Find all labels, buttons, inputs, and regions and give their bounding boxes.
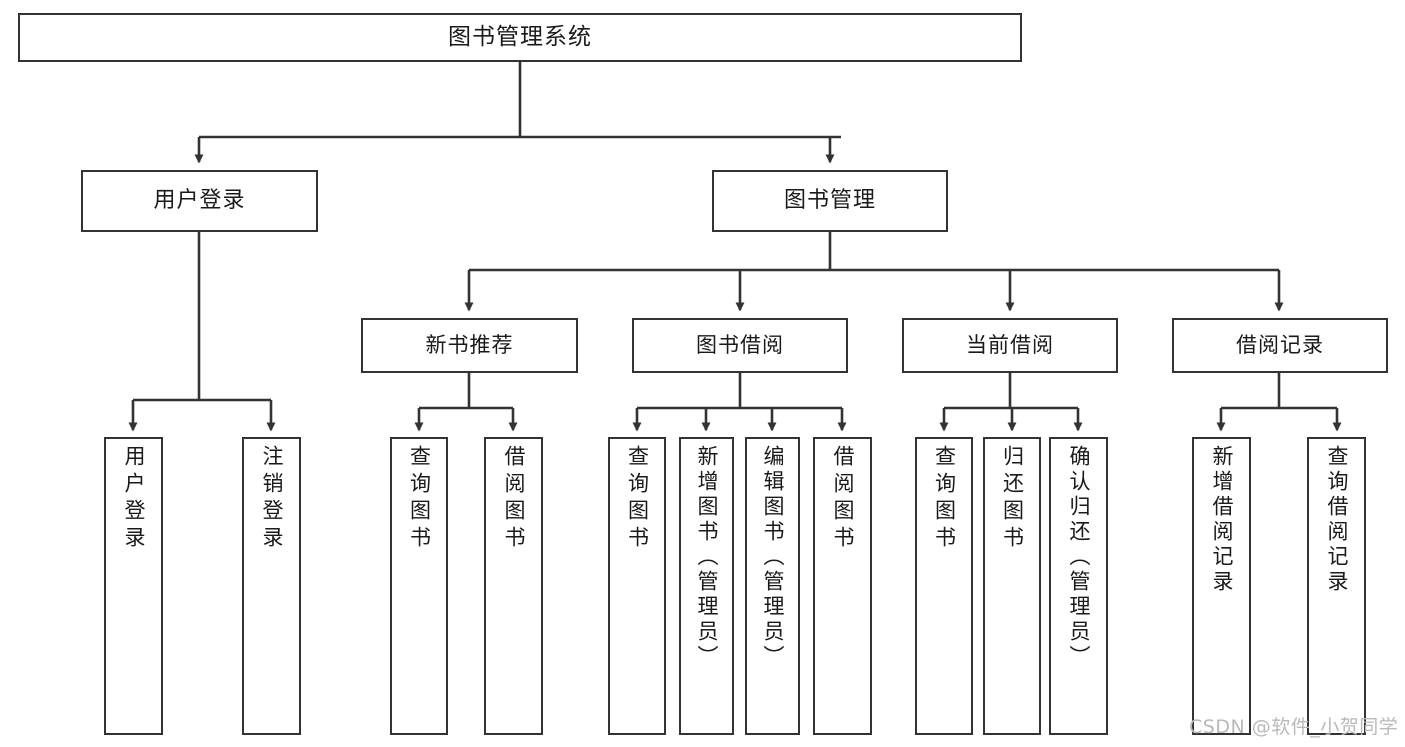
- connectors-root-to-level2: [194, 62, 841, 164]
- connectors-borrowbook-to-leaves: [632, 373, 847, 432]
- node-leaf-logout[interactable]: 注销登录: [242, 437, 301, 735]
- node-label: 查询图书: [407, 445, 432, 553]
- node-label: 图书管理: [783, 188, 876, 214]
- node-leaf-borrow-book[interactable]: 借阅图书: [813, 437, 872, 735]
- node-book-borrow[interactable]: 图书借阅: [632, 318, 848, 373]
- node-label: 图书管理系统: [448, 24, 592, 51]
- connectors-level2-to-level3: [464, 232, 1284, 312]
- node-leaf-borrow-book-newbook[interactable]: 借阅图书: [484, 437, 543, 735]
- node-leaf-add-book-admin[interactable]: 新增图书（管理员）: [679, 437, 734, 735]
- node-label: 图书借阅: [696, 333, 784, 358]
- node-leaf-user-login[interactable]: 用户登录: [104, 437, 163, 735]
- node-leaf-add-borrow-record[interactable]: 新增借阅记录: [1192, 437, 1251, 735]
- node-label: 新增图书（管理员）: [695, 445, 719, 670]
- node-borrow-record[interactable]: 借阅记录: [1172, 318, 1388, 373]
- node-leaf-confirm-return-admin[interactable]: 确认归还（管理员）: [1049, 437, 1108, 735]
- node-leaf-edit-book-admin[interactable]: 编辑图书（管理员）: [745, 437, 800, 735]
- node-label: 用户登录: [153, 188, 246, 214]
- node-current-borrow[interactable]: 当前借阅: [902, 318, 1118, 373]
- connectors-userlogin-to-leaves: [128, 232, 276, 432]
- node-user-login[interactable]: 用户登录: [81, 170, 318, 232]
- node-book-management[interactable]: 图书管理: [712, 170, 948, 232]
- node-label: 查询图书: [625, 445, 650, 553]
- node-label: 查询借阅记录: [1325, 445, 1349, 595]
- node-new-book-recommendation[interactable]: 新书推荐: [361, 318, 578, 373]
- node-label: 确认归还（管理员）: [1067, 445, 1091, 670]
- node-label: 新增借阅记录: [1210, 445, 1234, 595]
- node-label: 借阅记录: [1236, 333, 1324, 358]
- node-label: 注销登录: [260, 445, 284, 553]
- connectors-borrowrecord-to-leaves: [1216, 373, 1342, 432]
- node-label: 当前借阅: [966, 333, 1054, 358]
- node-book-management-system[interactable]: 图书管理系统: [18, 13, 1022, 62]
- node-leaf-query-borrow-record[interactable]: 查询借阅记录: [1307, 437, 1366, 735]
- node-label: 查询图书: [932, 445, 957, 553]
- node-leaf-query-book-newbook[interactable]: 查询图书: [390, 437, 448, 735]
- node-label: 借阅图书: [502, 445, 526, 553]
- csdn-watermark: CSDN @软件_小贺同学: [1189, 716, 1399, 738]
- node-leaf-query-book-current[interactable]: 查询图书: [915, 437, 973, 735]
- connectors-newbook-to-leaves: [414, 373, 518, 432]
- node-label: 借阅图书: [831, 445, 855, 553]
- node-label: 归还图书: [1000, 445, 1025, 553]
- node-label: 新书推荐: [425, 333, 514, 358]
- node-label: 编辑图书（管理员）: [761, 445, 785, 670]
- node-leaf-return-book[interactable]: 归还图书: [983, 437, 1041, 735]
- node-label: 用户登录: [122, 445, 146, 553]
- node-leaf-query-book-borrow[interactable]: 查询图书: [608, 437, 666, 735]
- connectors-currentborrow-to-leaves: [939, 373, 1083, 432]
